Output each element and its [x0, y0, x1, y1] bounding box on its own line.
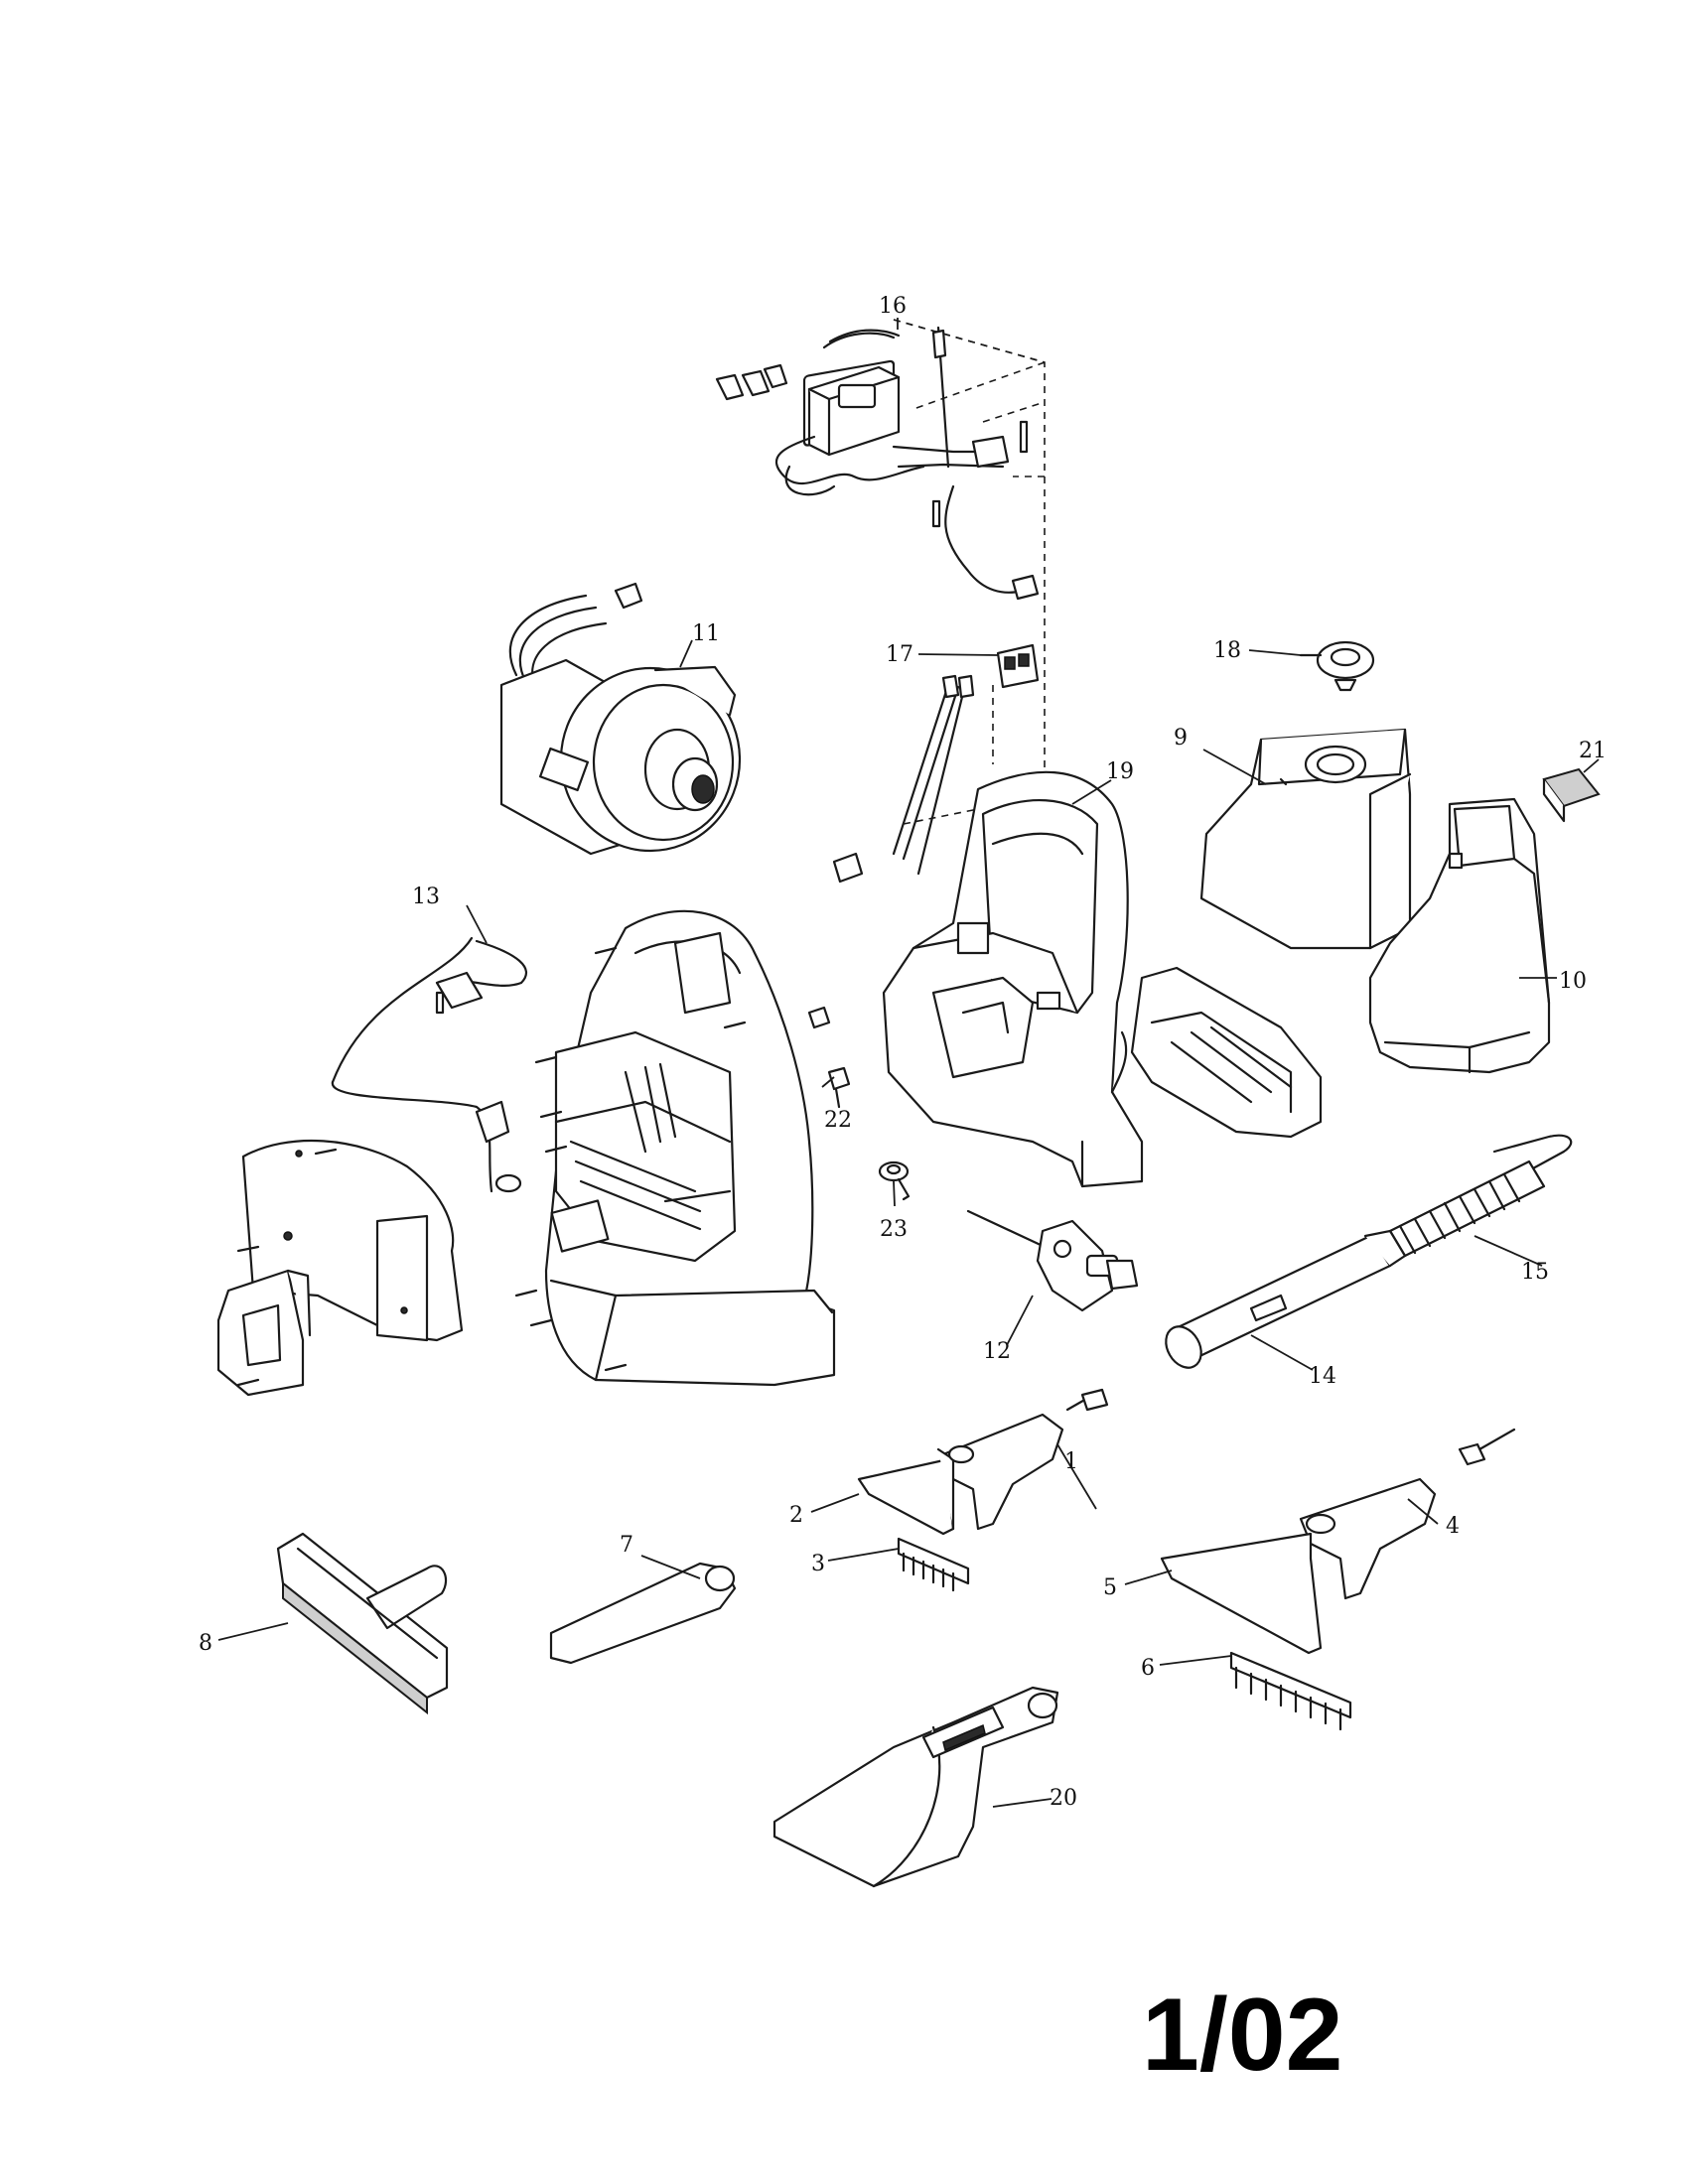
part-17-switch — [832, 643, 1040, 884]
callout-19: 19 — [1106, 759, 1134, 784]
part-18-thermostat — [1299, 640, 1375, 692]
callout-16: 16 — [879, 294, 907, 319]
callout-4: 4 — [1446, 1514, 1460, 1539]
part-10-tank — [1368, 797, 1551, 1074]
part-1-tool — [857, 1388, 1109, 1536]
callout-10: 10 — [1559, 969, 1587, 994]
front-housing — [544, 909, 836, 1387]
callout-8: 8 — [199, 1631, 212, 1656]
part-22-fastener — [807, 1006, 851, 1109]
base-tray — [1130, 966, 1323, 1139]
part-13-power-cord — [331, 936, 528, 1193]
callout-2: 2 — [789, 1503, 803, 1528]
callout-9: 9 — [1174, 726, 1188, 751]
callout-3: 3 — [811, 1552, 825, 1576]
part-21-filter — [1542, 767, 1601, 823]
callout-17: 17 — [886, 642, 913, 667]
callout-15: 15 — [1521, 1260, 1549, 1285]
callout-23: 23 — [880, 1217, 908, 1242]
callout-14: 14 — [1309, 1364, 1336, 1389]
part-20-upholstery-tool — [772, 1686, 1059, 1888]
callout-6: 6 — [1141, 1656, 1155, 1681]
part-14-wand — [1165, 1229, 1407, 1369]
part-12-pump — [966, 1209, 1139, 1312]
callout-18: 18 — [1213, 638, 1241, 663]
leader-lines — [217, 318, 1600, 1808]
part-8-squeegee — [276, 1532, 449, 1715]
part-11-motor — [499, 582, 742, 856]
part-19-housing — [882, 770, 1144, 1188]
callout-labels: 1 2 3 4 5 6 7 8 9 10 11 12 13 14 15 16 1… — [199, 294, 1607, 1811]
part-4-tool — [1160, 1428, 1516, 1655]
part-15-hose — [1388, 1134, 1573, 1258]
part-23-grommet — [878, 1160, 911, 1201]
callout-20: 20 — [1050, 1786, 1077, 1811]
part-16-wiring-harness — [715, 319, 1046, 774]
wand-holder — [216, 1269, 312, 1397]
callout-21: 21 — [1579, 739, 1607, 763]
screws — [236, 946, 747, 1387]
part-9-tank — [1199, 728, 1412, 950]
callout-12: 12 — [983, 1339, 1011, 1364]
callout-5: 5 — [1103, 1575, 1117, 1600]
part-7-crevice-tool — [549, 1562, 737, 1665]
part-3-brush — [897, 1537, 970, 1592]
callout-7: 7 — [620, 1533, 633, 1558]
callout-1: 1 — [1064, 1449, 1078, 1474]
callout-11: 11 — [692, 621, 720, 646]
part-6-brush — [1229, 1651, 1352, 1731]
callout-22: 22 — [824, 1108, 852, 1133]
date-stamp: 1/02 — [1142, 1978, 1342, 2093]
callout-13: 13 — [412, 885, 440, 909]
